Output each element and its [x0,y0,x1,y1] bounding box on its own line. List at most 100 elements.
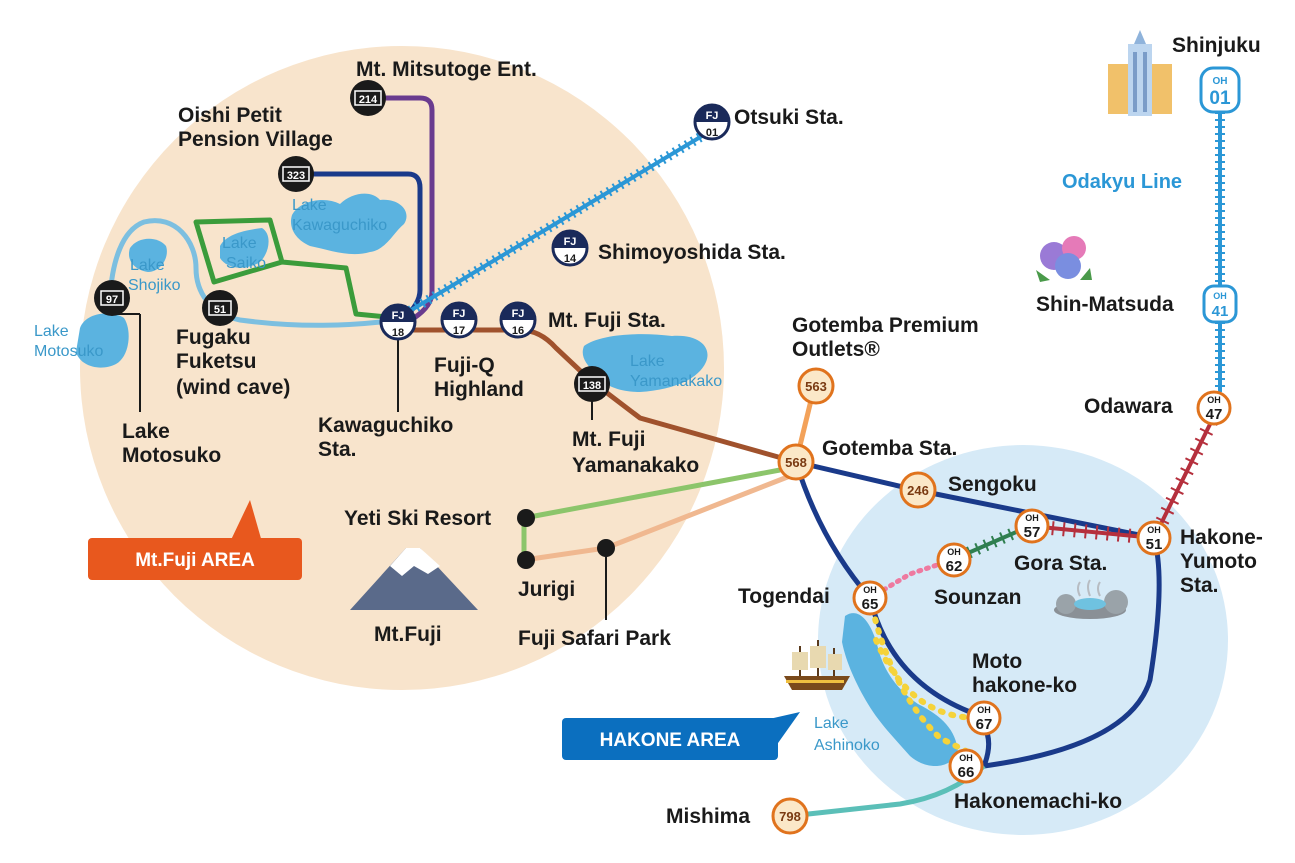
stop-sengoku-marker[interactable]: 246 [899,471,937,509]
svg-text:FJ: FJ [453,308,466,320]
sounzan-label: Sounzan [934,586,1022,609]
route-fujikyu-ticks [395,125,715,323]
lake-ashinoko-label: Lake Ashinoko [814,715,880,754]
station-otsuki-marker[interactable]: FJ 01 [693,103,731,141]
svg-text:OH: OH [863,585,877,595]
stop-mishima-marker[interactable]: 798 [771,797,809,835]
svg-text:OH: OH [1147,525,1161,535]
station-fujiq-marker[interactable]: FJ 17 [440,301,478,339]
lake-saiko-shape [220,228,269,268]
svg-text:Pension Village: Pension Village [178,128,333,151]
stop-fugaku-marker[interactable]: 51 [202,290,238,326]
lake-yamanakako-shape [582,334,708,392]
station-togendai-marker[interactable]: OH 65 [852,580,888,616]
svg-text:FJ: FJ [392,310,405,322]
svg-text:Kawaguchiko: Kawaguchiko [292,217,387,234]
lake-shojiko-shape [128,238,167,272]
svg-text:HAKONE AREA: HAKONE AREA [600,730,741,751]
svg-text:Lake: Lake [630,353,665,370]
lake-saiko-label: Lake Saiko [222,235,266,272]
svg-text:OH: OH [1025,513,1039,523]
svg-text:246: 246 [907,483,929,498]
svg-text:214: 214 [359,94,378,106]
svg-text:Motosuko: Motosuko [122,444,221,467]
motohakone-label: Moto hakone-ko [972,650,1077,697]
svg-text:16: 16 [512,325,524,337]
lake-kawaguchiko-shape [290,193,407,255]
odakyu-line-label: Odakyu Line [1062,171,1182,193]
station-odawara-marker[interactable]: OH 47 [1196,390,1232,426]
route-hakone-tozan-ticks [1029,404,1225,546]
hydrangea-icon [1036,236,1092,282]
svg-text:OH: OH [977,705,991,715]
stop-safari-dot[interactable] [597,539,615,557]
svg-text:(wind cave): (wind cave) [176,376,290,399]
svg-text:14: 14 [564,253,577,265]
fugaku-label: Fugaku Fuketsu (wind cave) [176,326,290,399]
shinjuku-label: Shinjuku [1172,34,1261,57]
svg-text:563: 563 [805,379,827,394]
hakonemachi-label: Hakonemachi-ko [954,790,1122,813]
svg-text:17: 17 [453,325,465,337]
hakone-area-callout: HAKONE AREA [562,712,800,760]
svg-text:Hakone-: Hakone- [1180,526,1263,549]
svg-text:Lake: Lake [814,715,849,732]
station-hakonemachi-marker[interactable]: OH 66 [948,748,984,784]
svg-text:Mt. Fuji: Mt. Fuji [572,428,645,451]
svg-text:Sta.: Sta. [1180,574,1219,597]
station-shimoyoshida-marker[interactable]: FJ 14 [551,229,589,267]
route-navy-yumoto [983,537,1162,769]
svg-text:47: 47 [1206,406,1223,423]
gotemba-label: Gotemba Sta. [822,437,957,460]
station-kawaguchiko-marker[interactable]: FJ 18 [379,303,417,341]
shin-matsuda-label: Shin-Matsuda [1036,293,1174,316]
fuji-area-callout: Mt.Fuji AREA [88,500,302,580]
mt-fuji-sta-label: Mt. Fuji Sta. [548,309,666,332]
station-shinjuku-marker[interactable]: OH 01 [1199,66,1241,114]
kawaguchiko-label: Kawaguchiko Sta. [318,414,453,461]
svg-text:FJ: FJ [564,236,577,248]
mishima-label: Mishima [666,805,750,828]
svg-text:Gotemba Premium: Gotemba Premium [792,314,979,337]
svg-text:OH: OH [1207,395,1221,405]
togendai-label: Togendai [738,585,830,608]
svg-text:Moto: Moto [972,650,1022,673]
svg-text:OH: OH [1213,291,1227,301]
station-mt-fuji-marker[interactable]: FJ 16 [499,301,537,339]
svg-text:OH: OH [947,547,961,557]
station-sounzan-marker[interactable]: OH 62 [936,542,972,578]
route-cruise [867,595,985,755]
stop-mitsutoge-marker[interactable]: 214 [350,80,386,116]
lake-motosuko-label: Lake Motosuko [34,323,103,360]
gora-label: Gora Sta. [1014,552,1107,575]
svg-text:Fuketsu: Fuketsu [176,350,257,373]
svg-text:51: 51 [1146,536,1163,553]
mt-fuji-icon [350,548,478,610]
otsuki-label: Otsuki Sta. [734,106,844,129]
svg-text:62: 62 [946,558,963,575]
station-shin-matsuda-marker[interactable]: OH 41 [1202,284,1238,324]
stop-motosuko-marker[interactable]: 97 [94,280,130,316]
route-lake-blue [107,218,401,328]
lake-shojiko-label: Lake Shojiko [128,257,181,294]
stop-oishi-marker[interactable]: 323 [278,156,314,192]
svg-text:Kawaguchiko: Kawaguchiko [318,414,453,437]
svg-text:Fugaku: Fugaku [176,326,251,349]
jurigi-label: Jurigi [518,578,575,601]
station-hakone-yumoto-marker[interactable]: OH 51 [1136,520,1172,556]
stop-gotemba-outlets-marker[interactable]: 563 [797,367,835,405]
station-motohakone-marker[interactable]: OH 67 [966,700,1002,736]
stop-jurigi-dot[interactable] [517,551,535,569]
lake-motosuko-shape [76,313,129,368]
svg-text:Yamanakako: Yamanakako [572,454,699,477]
station-gora-marker[interactable]: OH 57 [1014,508,1050,544]
stop-gotemba-marker[interactable]: 568 [777,443,815,481]
svg-text:Motosuko: Motosuko [34,343,103,360]
svg-text:97: 97 [106,294,118,306]
svg-text:57: 57 [1024,524,1041,541]
svg-text:FJ: FJ [512,308,525,320]
stop-yamanakako-marker[interactable]: 138 [574,366,610,402]
stop-yeti-dot[interactable] [517,509,535,527]
route-green [193,217,399,321]
